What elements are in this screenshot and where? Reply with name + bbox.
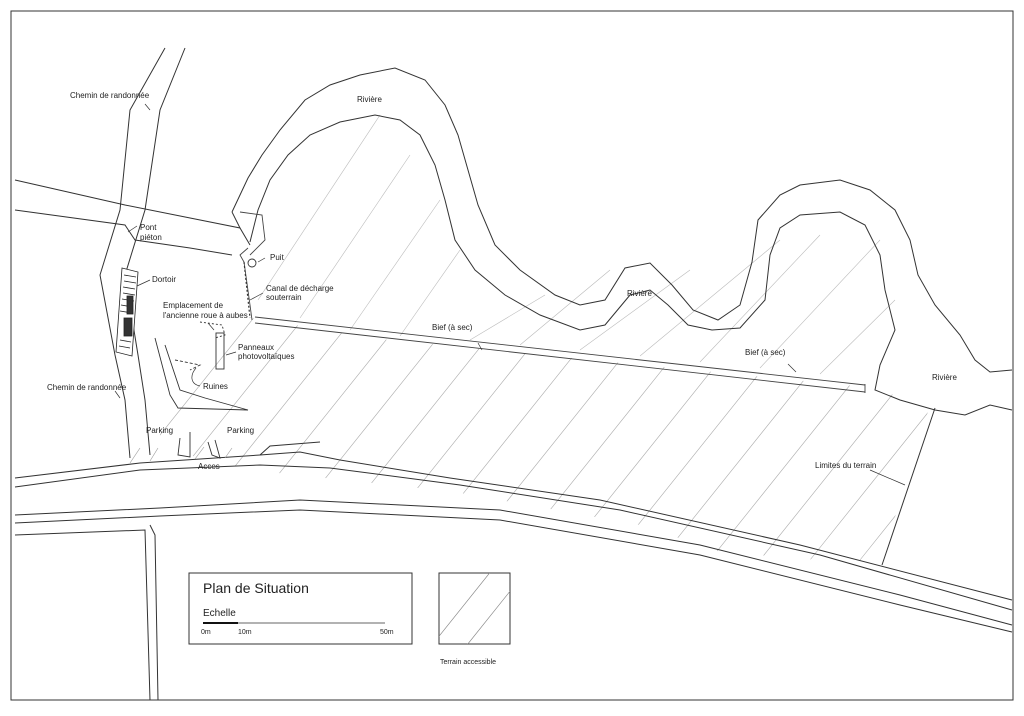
label-riviere-1: Rivière (357, 95, 382, 104)
road-hatch (129, 446, 233, 464)
legend-scale-label: Echelle (203, 608, 236, 619)
label-limites: Limites du terrain (815, 461, 876, 470)
hiking-path (99, 47, 186, 459)
ruins-and-panels (154, 321, 249, 411)
label-pont-line2: piéton (140, 233, 162, 242)
label-riviere-2: Rivière (627, 289, 652, 298)
terrain-hatch (160, 318, 930, 561)
label-pont-line1: Pont (140, 223, 157, 232)
access-road (14, 441, 1013, 633)
label-acces: Acces (198, 462, 220, 471)
terrain-limit (881, 407, 936, 566)
legend-title: Plan de Situation (203, 580, 309, 596)
legend-hatch-sample: Terrain accessible (438, 572, 511, 666)
parking-areas (177, 432, 221, 459)
label-panneaux-line2: photovoltaïques (238, 352, 295, 361)
well-icon (247, 258, 257, 268)
label-parking-1: Parking (146, 426, 173, 435)
hatch-upper (257, 114, 896, 375)
underground-canal (243, 261, 251, 319)
bief-channel (239, 211, 866, 393)
scale-tick-50: 50m (380, 629, 394, 636)
label-canal-line1: Canal de décharge (266, 284, 334, 293)
label-riviere-3: Rivière (932, 373, 957, 382)
label-parking-2: Parking (227, 426, 254, 435)
lower-plot (14, 524, 159, 701)
label-chemin-bottom: Chemin de randonnée (47, 383, 127, 392)
label-bief-1: Bief (à sec) (432, 323, 473, 332)
label-dortoir: Dortoir (152, 275, 176, 284)
scale-tick-0: 0m (201, 629, 211, 636)
label-roue-line2: l'ancienne roue à aubes (163, 311, 248, 320)
sheet-border (10, 10, 1014, 701)
dortoir-building (115, 267, 139, 357)
scale-tick-10: 10m (238, 629, 252, 636)
label-puit: Puit (270, 253, 285, 262)
label-chemin-top: Chemin de randonnée (70, 91, 150, 100)
river (231, 67, 1013, 416)
leader-lines (114, 103, 906, 486)
label-panneaux-line1: Panneaux (238, 343, 274, 352)
path-to-bridge (14, 179, 251, 256)
label-ruines: Ruines (203, 382, 228, 391)
legend-title-box: Plan de Situation Echelle 0m 10m 50m (188, 572, 413, 645)
label-roue-line1: Emplacement de (163, 301, 224, 310)
label-canal-line2: souterrain (266, 293, 302, 302)
legend-pattern-caption: Terrain accessible (440, 659, 496, 666)
label-bief-2: Bief (à sec) (745, 348, 786, 357)
